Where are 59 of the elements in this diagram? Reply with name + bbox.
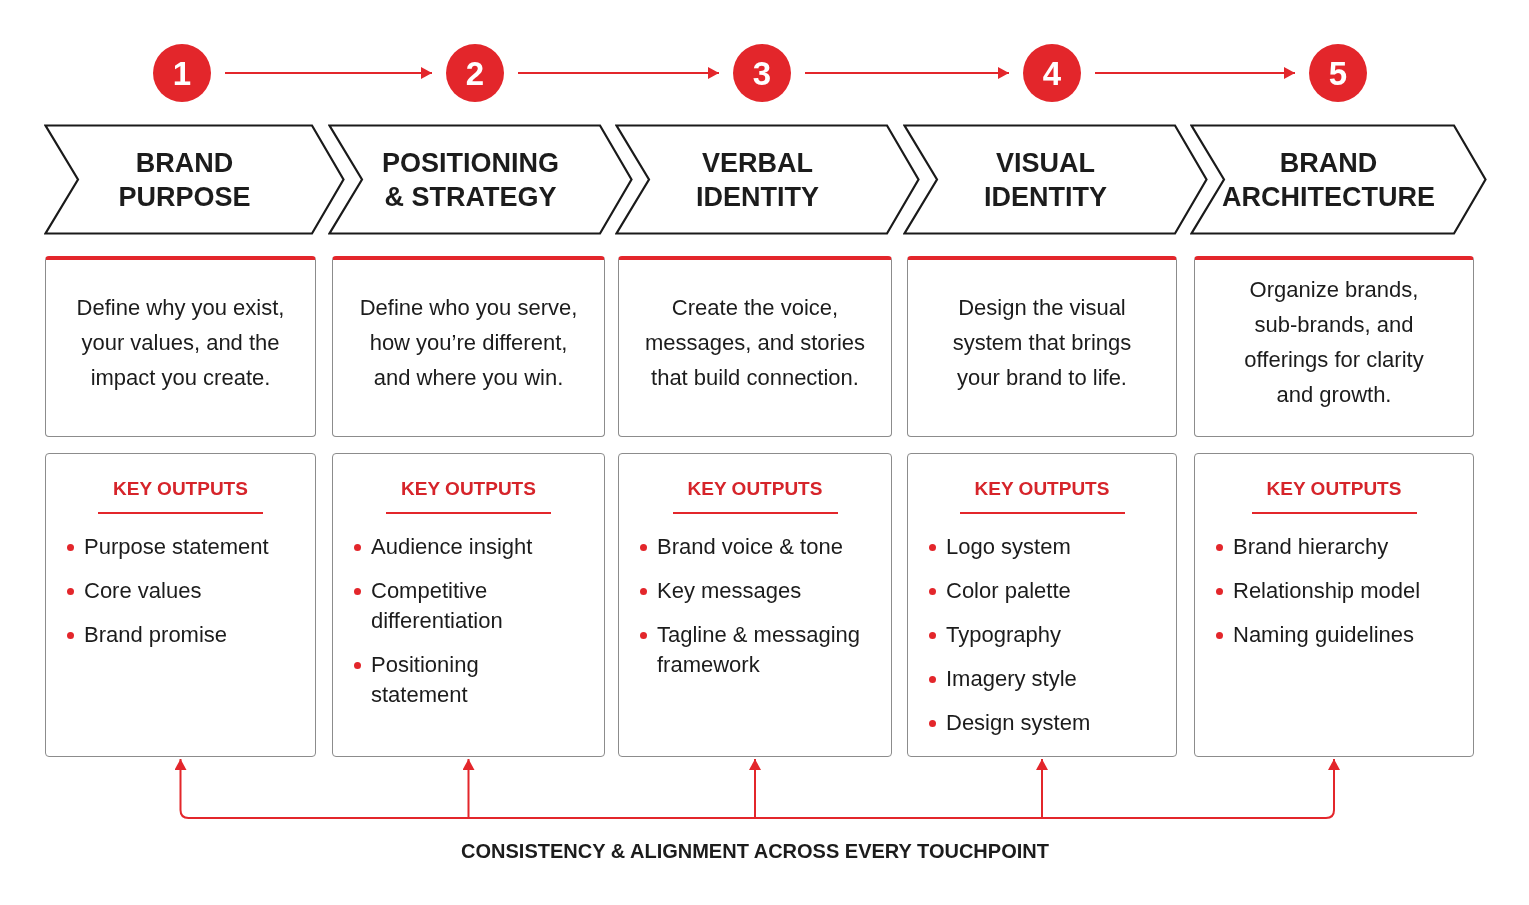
step-title: POSITIONING & STRATEGY <box>381 146 560 214</box>
list-item-text: Naming guidelines <box>1233 621 1414 649</box>
outputs-card <box>618 453 892 757</box>
description-text: Create the voice, messages, and stories that build connection. <box>643 293 867 392</box>
description-card <box>907 256 1177 437</box>
description-text: Organize brands, sub-brands, and offerings for clarity and growth. <box>1243 276 1425 409</box>
description-card <box>45 256 316 437</box>
list-item-text: Brand promise <box>84 621 228 649</box>
description-card <box>332 256 605 437</box>
list-item-text: Competitive differentiation <box>371 577 504 635</box>
section-heading: KEY OUTPUTS <box>401 477 536 501</box>
step-title: VISUAL IDENTITY <box>983 146 1108 214</box>
step-number-badge: 2 <box>446 44 504 102</box>
list-item-text: Relationship model <box>1233 577 1421 605</box>
outputs-card <box>907 453 1177 757</box>
chevron-banner <box>1190 124 1487 235</box>
step-title: VERBAL IDENTITY <box>695 146 820 214</box>
arrow <box>517 67 720 79</box>
list-item-text: Typography <box>946 621 1061 649</box>
description-text: Design the visual system that brings your brand to life. <box>951 293 1133 392</box>
list-item-text: Key messages <box>657 577 802 605</box>
list-item-text: Logo system <box>946 533 1071 561</box>
chevron-banner <box>44 124 345 235</box>
arrow <box>749 758 761 819</box>
list-item-text: Brand voice & tone <box>657 533 843 561</box>
step-number-badge: 1 <box>153 44 211 102</box>
list-item-text: Brand hierarchy <box>1233 533 1389 561</box>
arrow <box>463 758 756 819</box>
description-card <box>618 256 892 437</box>
arrow <box>804 67 1010 79</box>
list-item-text: Core values <box>84 577 202 605</box>
arrow <box>224 67 433 79</box>
chevron-banner <box>903 124 1208 235</box>
description-text: Define why you exist, your values, and the impact you create. <box>75 293 286 392</box>
step-number-badge: 3 <box>733 44 791 102</box>
step-title: BRAND ARCHITECTURE <box>1221 146 1436 214</box>
outputs-card <box>45 453 316 757</box>
footer-label: CONSISTENCY & ALIGNMENT ACROSS EVERY TOUCHPOINT <box>461 839 1049 864</box>
list-item-text: Design system <box>946 709 1091 737</box>
description-card <box>1194 256 1474 437</box>
list-item-text: Imagery style <box>946 665 1077 693</box>
list-item-text: Color palette <box>946 577 1071 605</box>
list-item-text: Purpose statement <box>84 533 269 561</box>
outputs-card <box>1194 453 1474 757</box>
list-item-text: Audience insight <box>371 533 533 561</box>
arrow <box>1094 67 1296 79</box>
outputs-card <box>332 453 605 757</box>
description-text: Define who you serve, how you’re different, and where you win. <box>358 293 579 392</box>
section-heading: KEY OUTPUTS <box>687 477 823 501</box>
section-heading: KEY OUTPUTS <box>1266 477 1402 501</box>
list-item-text: Positioning statement <box>371 651 480 709</box>
step-number-badge: 4 <box>1023 44 1081 102</box>
section-heading: KEY OUTPUTS <box>974 477 1110 501</box>
chevron-banner <box>328 124 633 235</box>
step-number-badge: 5 <box>1309 44 1367 102</box>
list-item-text: Tagline & messaging framework <box>657 621 861 679</box>
step-title: BRAND PURPOSE <box>117 146 252 214</box>
chevron-banner <box>615 124 920 235</box>
section-heading: KEY OUTPUTS <box>113 477 248 501</box>
